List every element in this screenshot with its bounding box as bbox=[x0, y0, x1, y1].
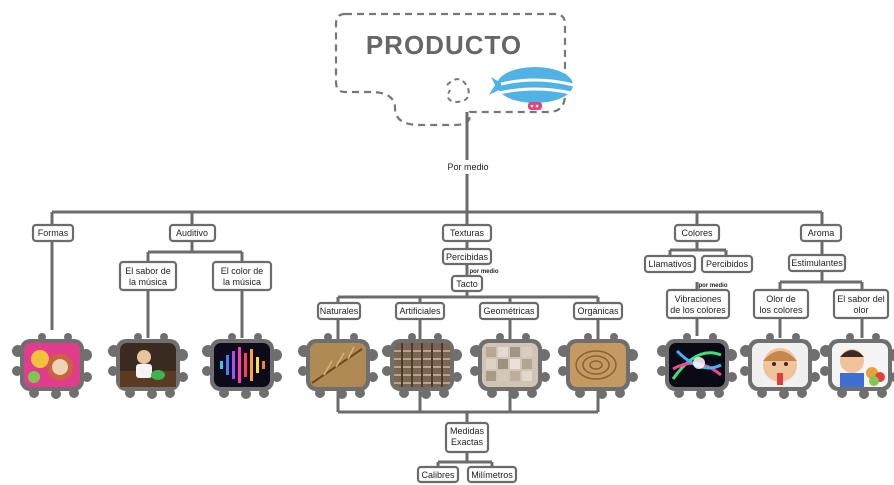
aroma-item-olor-line1: Olor de bbox=[766, 294, 796, 304]
colores-vibraciones-line2: de los colores bbox=[670, 305, 726, 315]
texture-type-naturales: Naturales bbox=[316, 301, 362, 321]
category-formas-label: Formas bbox=[38, 228, 69, 238]
aroma-item-sabor-line2: olor bbox=[853, 305, 868, 315]
image-geometricas bbox=[470, 333, 550, 399]
image-organicas bbox=[558, 333, 638, 399]
category-aroma: Aroma bbox=[799, 223, 843, 243]
colores-vibraciones: Vibraciones de los colores bbox=[665, 288, 731, 320]
texture-type-geometricas-label: Geométricas bbox=[483, 306, 535, 316]
aroma-item-sabor-line1: El sabor del bbox=[837, 294, 885, 304]
texturas-unit-calibres: Calibres bbox=[416, 465, 460, 484]
category-formas: Formas bbox=[31, 223, 75, 243]
colores-llamativos: Llamativos bbox=[643, 254, 697, 274]
image-naturales bbox=[298, 333, 378, 399]
auditivo-item-color-line2: la música bbox=[223, 277, 261, 287]
colores-por-medio: por medio bbox=[698, 283, 727, 289]
colores-percibidos-label: Percibidos bbox=[706, 259, 749, 269]
title-cloud bbox=[334, 12, 567, 127]
category-colores: Colores bbox=[673, 223, 721, 243]
category-auditivo: Auditivo bbox=[168, 223, 217, 243]
texturas-unit-milimetros-label: Milímetros bbox=[471, 470, 513, 480]
category-texturas-label: Texturas bbox=[450, 228, 485, 238]
texture-type-artificiales-label: Artificiales bbox=[399, 306, 441, 316]
image-formas bbox=[12, 333, 92, 399]
auditivo-item-sabor: El sabor de la música bbox=[118, 260, 178, 292]
texturas-tacto: Tacto bbox=[450, 274, 484, 293]
texturas-percibidas-label: Percibidas bbox=[446, 252, 489, 262]
texture-type-geometricas: Geométricas bbox=[478, 301, 540, 321]
aroma-estimulantes: Estimulantes bbox=[787, 253, 847, 273]
image-color-musica bbox=[202, 333, 282, 399]
texturas-medidas: Medidas Exactas bbox=[444, 421, 490, 454]
colores-percibidos: Percibidos bbox=[700, 254, 754, 274]
aroma-estimulantes-label: Estimulantes bbox=[791, 258, 843, 268]
texturas-por-medio: por medio bbox=[469, 269, 498, 275]
auditivo-item-color: El color de la música bbox=[211, 260, 273, 292]
colores-vibraciones-line1: Vibraciones bbox=[675, 294, 722, 304]
auditivo-item-color-line1: El color de bbox=[221, 266, 264, 276]
colores-llamativos-label: Llamativos bbox=[648, 259, 692, 269]
image-sabor-olor bbox=[820, 333, 894, 399]
texture-type-naturales-label: Naturales bbox=[320, 306, 359, 316]
connector-top-label: Por medio bbox=[447, 162, 488, 172]
category-texturas: Texturas bbox=[441, 223, 493, 243]
texturas-unit-milimetros: Milímetros bbox=[466, 465, 518, 484]
texturas-tacto-label: Tacto bbox=[456, 279, 478, 289]
page-title: PRODUCTO bbox=[366, 30, 522, 60]
texturas-percibidas: Percibidas bbox=[441, 247, 493, 266]
category-auditivo-label: Auditivo bbox=[176, 228, 208, 238]
texturas-medidas-line2: Exactas bbox=[451, 437, 484, 447]
texturas-unit-calibres-label: Calibres bbox=[421, 470, 455, 480]
texture-type-organicas-label: Orgánicas bbox=[577, 306, 619, 316]
texture-type-organicas: Orgánicas bbox=[572, 301, 624, 321]
image-vibraciones bbox=[657, 333, 737, 399]
aroma-item-olor: Olor de los colores bbox=[752, 288, 810, 320]
aroma-item-olor-line2: los colores bbox=[759, 305, 803, 315]
category-aroma-label: Aroma bbox=[808, 228, 835, 238]
texturas-medidas-line1: Medidas bbox=[450, 426, 485, 436]
blimp-icon bbox=[489, 67, 574, 110]
image-sabor-musica bbox=[108, 333, 188, 399]
aroma-item-sabor: El sabor del olor bbox=[832, 288, 890, 320]
auditivo-item-sabor-line2: la música bbox=[129, 277, 167, 287]
connector-bg bbox=[445, 160, 491, 174]
image-artificiales bbox=[382, 333, 462, 399]
auditivo-item-sabor-line1: El sabor de bbox=[125, 266, 171, 276]
image-olor-colores bbox=[740, 333, 820, 399]
texture-type-artificiales: Artificiales bbox=[394, 301, 446, 321]
category-colores-label: Colores bbox=[681, 228, 713, 238]
